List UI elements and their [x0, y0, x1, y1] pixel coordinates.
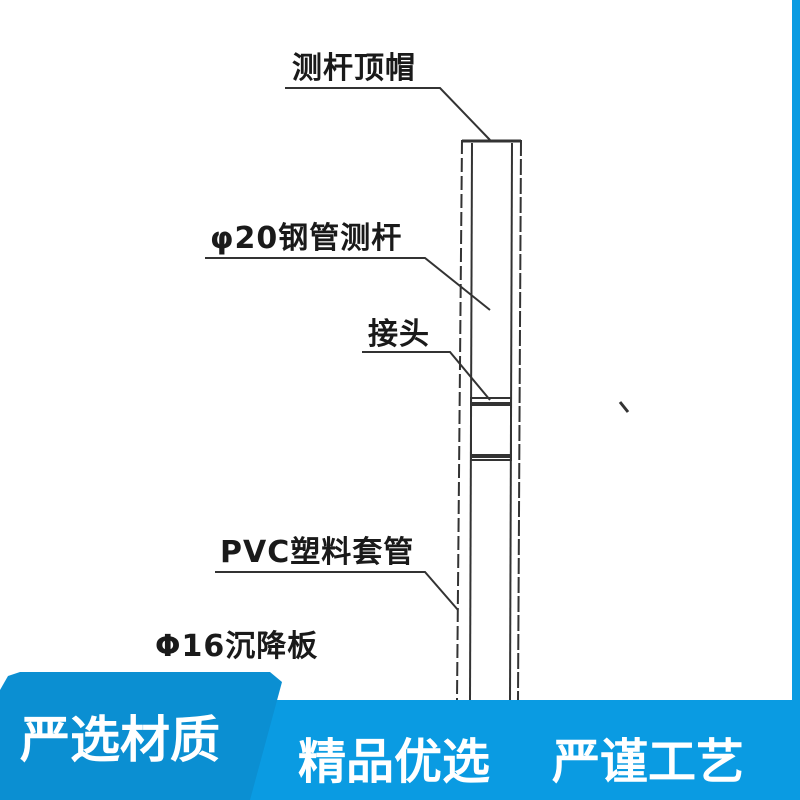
sleeve-leader [215, 571, 459, 611]
label-rod: φ20钢管测杆 [210, 221, 403, 256]
cap-leader [285, 87, 491, 141]
joint [470, 397, 512, 461]
label-plate: Φ16沉降板 [155, 629, 319, 664]
joint-leader [362, 351, 491, 401]
slogan-quality: 精品优选 [298, 734, 491, 790]
banner-right-edge [792, 0, 800, 800]
banner-tab-text: 严选材质 [20, 711, 220, 769]
label-sleeve: PVC塑料套管 [220, 535, 415, 570]
slogan-craft: 严谨工艺 [552, 734, 745, 790]
speck-mark [618, 401, 630, 413]
sleeve-left-wall [456, 139, 463, 701]
label-cap: 测杆顶帽 [292, 51, 416, 86]
rod-leader [205, 257, 491, 311]
sleeve-right-wall [517, 139, 522, 701]
banner-tab [0, 672, 282, 800]
label-joint: 接头 [368, 317, 430, 352]
